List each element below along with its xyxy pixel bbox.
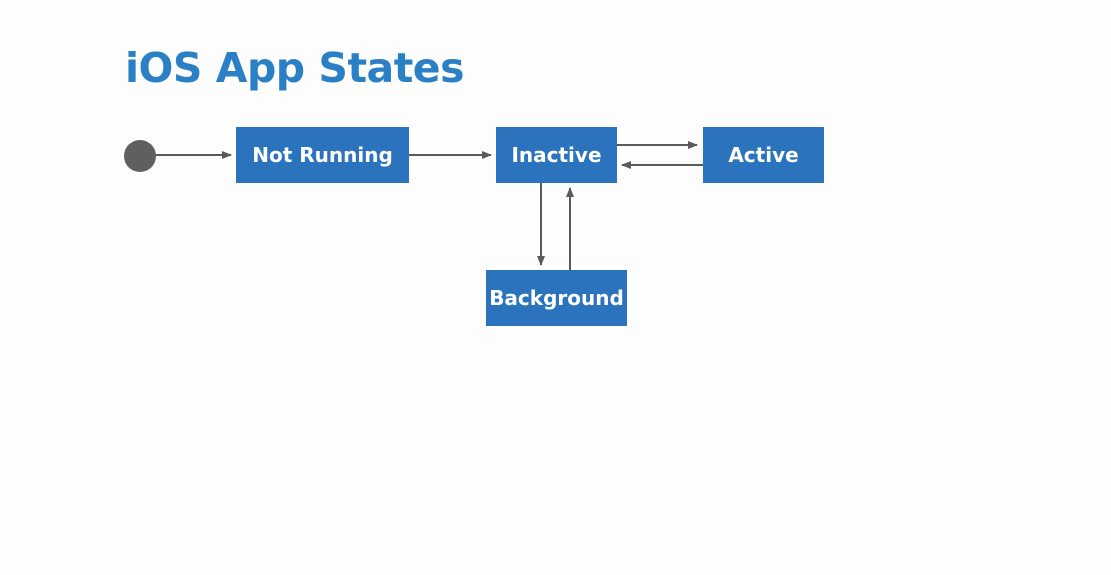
state-background: Background — [486, 270, 627, 326]
state-inactive: Inactive — [496, 127, 617, 183]
state-active: Active — [703, 127, 824, 183]
slide-title: iOS App States — [125, 44, 465, 92]
state-not-running: Not Running — [236, 127, 409, 183]
start-node — [124, 140, 156, 172]
